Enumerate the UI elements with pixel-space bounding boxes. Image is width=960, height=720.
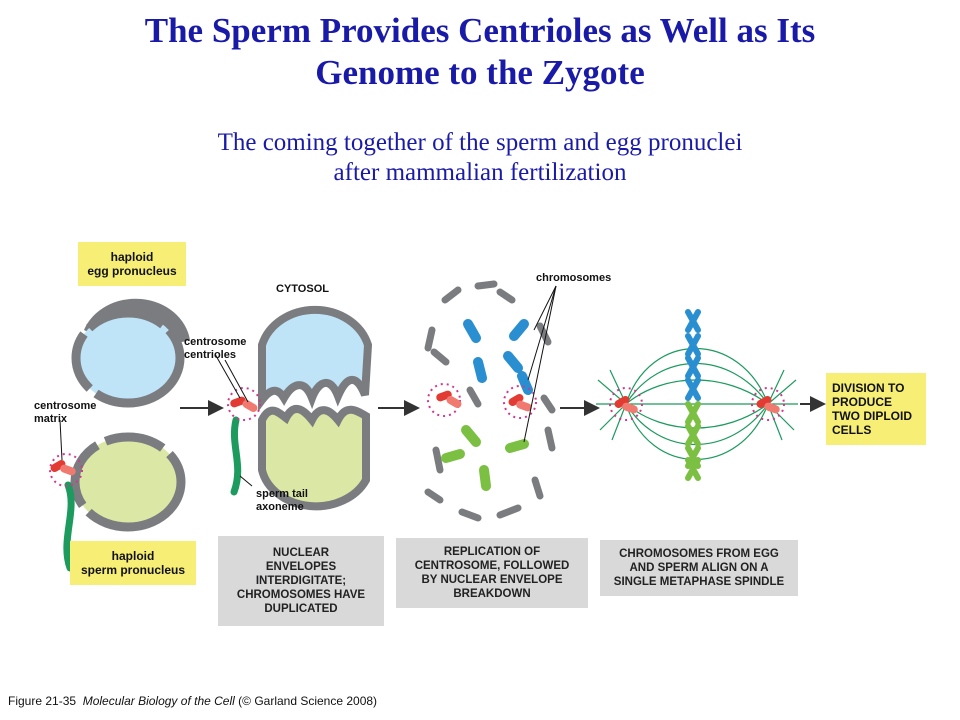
envelope-fragments	[424, 280, 556, 522]
sperm-tail-label: sperm tail axoneme	[256, 488, 308, 514]
sperm-box-line-1: haploid	[111, 549, 155, 563]
centrosome-matrix-label: centrosome matrix	[34, 400, 96, 426]
blue-chromosomes-stage-3	[463, 319, 533, 395]
step-1-line-1: NUCLEAR	[272, 547, 330, 559]
sperm-tail-line-1: sperm tail	[256, 488, 308, 500]
centrosome-spindle-left	[609, 387, 643, 421]
chromosomes-label: chromosomes	[536, 272, 612, 284]
centrosome-matrix-line-1: centrosome	[34, 400, 97, 412]
centrosome-line-2: centrioles	[184, 349, 236, 361]
centrosome-stage-3-right	[503, 385, 537, 419]
green-chromosomes-stage-3	[441, 425, 529, 491]
step-1-line-5: DUPLICATED	[264, 603, 338, 615]
step-3-line-3: SINGLE METAPHASE SPINDLE	[613, 576, 785, 588]
centrosome-matrix-line-2: matrix	[34, 413, 68, 425]
green-chromosomes-metaphase	[685, 401, 701, 481]
caption-figure-number: Figure 21-35	[8, 694, 77, 708]
sperm-pronucleus-stage-2	[258, 404, 370, 511]
step-1-line-3: INTERDIGITATE;	[255, 575, 347, 587]
centrosome-stage-1	[49, 453, 83, 487]
sperm-tail-stage-1	[63, 481, 75, 572]
division-line-1: DIVISION TO	[832, 381, 905, 395]
step-2-box: REPLICATION OF CENTROSOME, FOLLOWED BY N…	[396, 538, 588, 608]
figure-caption: Figure 21-35 Molecular Biology of the Ce…	[8, 694, 377, 708]
cytosol-label: CYTOSOL	[276, 283, 329, 295]
centrosome-spindle-right	[751, 387, 785, 421]
step-2-line-1: REPLICATION OF	[443, 546, 541, 558]
sperm-pronucleus	[70, 432, 186, 532]
caption-copyright: (© Garland Science 2008)	[238, 694, 378, 708]
egg-pronucleus-stage-2	[258, 305, 373, 412]
step-3-line-2: AND SPERM ALIGN ON A	[629, 562, 769, 574]
egg-pronucleus	[71, 298, 190, 408]
blue-chromosomes-metaphase	[685, 309, 701, 401]
centrosome-stage-2	[227, 387, 261, 421]
division-line-2: PRODUCE	[832, 395, 893, 409]
sperm-box-line-2: sperm pronucleus	[80, 563, 186, 577]
sperm-tail-line-2: axoneme	[256, 501, 304, 513]
division-label: DIVISION TO PRODUCE TWO DIPLOID CELLS	[826, 373, 926, 445]
step-3-line-1: CHROMOSOMES FROM EGG	[619, 548, 779, 560]
egg-box-line-1: haploid	[110, 250, 154, 264]
subtitle-line-2: after mammalian fertilization	[333, 159, 627, 186]
step-1-line-2: ENVELOPES	[265, 561, 337, 573]
step-2-line-2: CENTROSOME, FOLLOWED	[414, 560, 570, 572]
centrosome-line-1: centrosome	[184, 336, 247, 348]
step-2-line-3: BY NUCLEAR ENVELOPE	[421, 574, 563, 586]
caption-book-title: Molecular Biology of the Cell	[82, 694, 235, 708]
step-3-box: CHROMOSOMES FROM EGG AND SPERM ALIGN ON …	[600, 540, 798, 596]
step-2-line-4: BREAKDOWN	[453, 588, 531, 600]
division-line-3: TWO DIPLOID	[832, 409, 912, 423]
title-line-1: The Sperm Provides Centrioles as Well as…	[144, 11, 816, 50]
division-line-4: CELLS	[832, 423, 872, 437]
sperm-tail-stage-2	[230, 416, 242, 496]
subtitle-line-1: The coming together of the sperm and egg…	[217, 129, 743, 156]
page-title: The Sperm Provides Centrioles as Well as…	[0, 10, 960, 94]
title-line-2: Genome to the Zygote	[315, 53, 645, 92]
centrosome-centrioles-label: centrosome centrioles	[184, 336, 246, 362]
centrosome-stage-3-left	[427, 383, 462, 417]
subtitle: The coming together of the sperm and egg…	[0, 128, 960, 188]
step-1-box: NUCLEAR ENVELOPES INTERDIGITATE; CHROMOS…	[218, 536, 384, 626]
egg-box-line-2: egg pronucleus	[87, 264, 177, 278]
step-1-line-4: CHROMOSOMES HAVE	[236, 589, 366, 601]
